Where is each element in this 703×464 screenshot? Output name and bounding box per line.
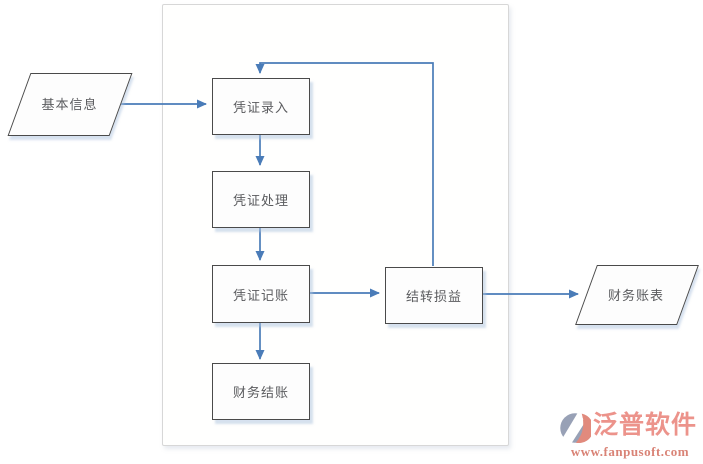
node-voucher-processing: 凭证处理 bbox=[212, 171, 310, 228]
node-label: 财务结账 bbox=[232, 385, 289, 400]
node-label: 基本信息 bbox=[41, 97, 98, 112]
node-voucher-entry: 凭证录入 bbox=[212, 78, 310, 135]
node-label: 结转损益 bbox=[405, 289, 462, 304]
watermark: 泛普软件 www.fanpusoft.com bbox=[559, 410, 701, 462]
node-label: 凭证录入 bbox=[232, 100, 289, 115]
node-financial-statements: 财务账表 bbox=[575, 265, 699, 325]
node-carry-forward-pl: 结转损益 bbox=[385, 267, 483, 324]
fanpu-logo-icon bbox=[559, 412, 591, 444]
node-label: 凭证记账 bbox=[232, 287, 289, 303]
node-financial-closing: 财务结账 bbox=[212, 363, 310, 420]
node-basic-info: 基本信息 bbox=[7, 73, 133, 136]
watermark-url-text: www.fanpusoft.com bbox=[570, 444, 690, 459]
node-label: 财务账表 bbox=[607, 287, 664, 303]
node-label: 凭证处理 bbox=[232, 193, 289, 208]
node-voucher-posting: 凭证记账 bbox=[212, 265, 310, 323]
watermark-brand-text: 泛普软件 bbox=[593, 411, 698, 439]
